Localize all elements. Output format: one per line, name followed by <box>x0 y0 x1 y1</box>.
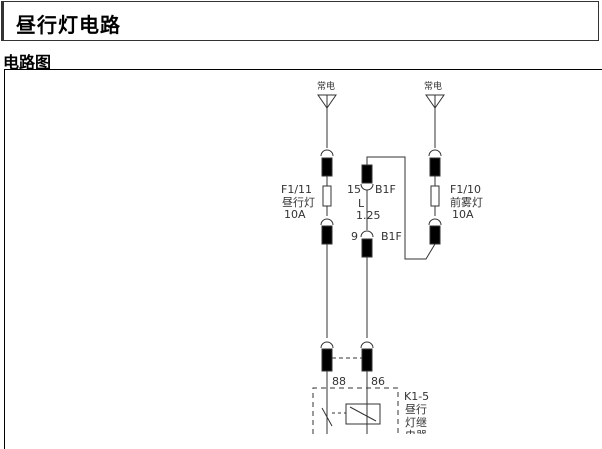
connector-mid-pin: 9 <box>351 230 358 243</box>
fuse-left-rating: 10A <box>284 208 306 221</box>
wire-gauge: 1.25 <box>356 209 381 222</box>
relay-dashed-box <box>312 387 399 434</box>
connector-mid-top-arc <box>360 183 374 191</box>
connector-left-relay-arc <box>320 341 334 349</box>
relay-coil-diag <box>349 406 377 422</box>
fuse-left-id: F1/11 <box>281 183 312 196</box>
connector-left-top-arc <box>320 149 334 157</box>
power-label-left: 常电 <box>317 80 335 92</box>
page-title: 昼行灯电路 <box>16 13 121 37</box>
diagram-frame <box>4 69 602 449</box>
section-heading: 电路图 <box>3 53 52 72</box>
relay-name-line2: 灯继 <box>405 416 427 429</box>
relay-pin-88: 88 <box>332 375 346 388</box>
connector-top-pin: 15 <box>347 183 361 196</box>
fuse-right-body <box>430 185 440 207</box>
relay-id: K1-5 <box>404 390 429 403</box>
relay-name-line1: 昼行 <box>405 403 427 416</box>
title-bar: 昼行灯电路 <box>1 1 599 41</box>
connector-left-relay-block <box>321 348 333 372</box>
fuse-right-rating: 10A <box>452 208 474 221</box>
connector-right-relay-block <box>361 348 373 372</box>
connector-top-name: B1F <box>375 183 396 196</box>
circuit-diagram: 常电 常电 <box>281 80 483 434</box>
fuse-left-name: 昼行灯 <box>282 196 315 209</box>
connector-right-top-arc <box>428 149 442 157</box>
connector-right-mid-block <box>429 225 441 245</box>
wire-right-return <box>366 156 436 260</box>
connector-mid-arc <box>360 230 374 238</box>
connector-mid-name: B1F <box>381 230 402 243</box>
connector-right-mid-arc <box>428 218 442 226</box>
connector-left-top-block <box>321 157 333 177</box>
connector-mid-block <box>361 238 373 258</box>
power-label-right: 常电 <box>424 80 442 92</box>
fuse-left-body <box>322 185 332 207</box>
wire-color: L <box>358 197 365 210</box>
connector-left-mid-arc <box>320 218 334 226</box>
connector-right-relay-arc <box>360 341 374 349</box>
connector-right-top-block <box>429 157 441 177</box>
relay-coil <box>345 403 381 425</box>
connector-left-mid-block <box>321 225 333 245</box>
relay-name-line3: 电器 <box>405 429 427 434</box>
connector-mid-top-block <box>361 164 373 184</box>
relay-switch-arm <box>321 407 333 427</box>
fuse-right-name: 前雾灯 <box>450 195 483 209</box>
relay-pin-86: 86 <box>371 375 385 388</box>
fuse-right-id: F1/10 <box>450 183 481 196</box>
